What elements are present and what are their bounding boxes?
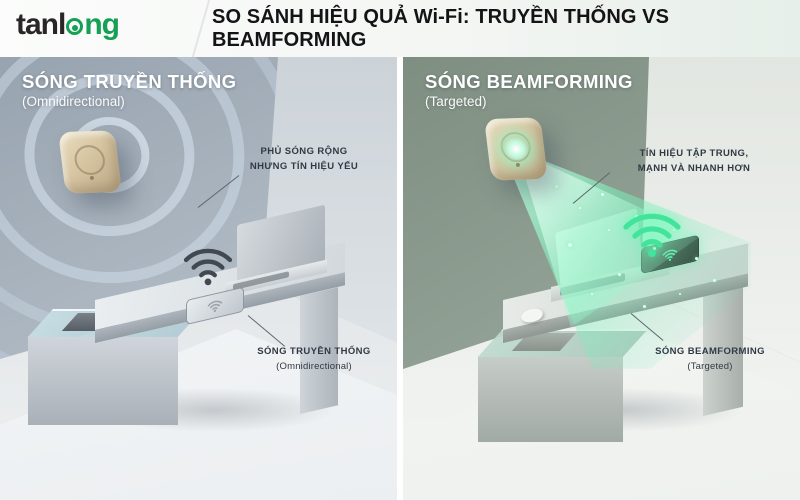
smartphone (186, 286, 244, 325)
right-subheading: (Targeted) (425, 94, 487, 109)
logo-text-green: ng (84, 8, 120, 41)
wifi-icon-strong (623, 213, 681, 257)
left-heading: SÓNG TRUYỀN THỐNG (22, 71, 237, 92)
callout-device-left: SÓNG TRUYỀN THỐNG (Omnidirectional) (230, 345, 397, 374)
logo-o-mark-icon (66, 18, 84, 35)
page-title: SO SÁNH HIỆU QUẢ Wi-Fi: TRUYỀN THỐNG VS … (212, 5, 670, 51)
callout-device-right: SÓNG BEAMFORMING (Targeted) (625, 345, 795, 374)
callout-line: PHỦ SÓNG RỘNG (260, 146, 348, 157)
panel-beamforming: SÓNG BEAMFORMING (Targeted) TÍN HIỆU TẬP… (403, 57, 800, 500)
access-point-traditional (58, 130, 122, 194)
callout-line: (Omnidirectional) (276, 360, 352, 372)
callout-line: (Targeted) (687, 360, 733, 372)
callout-signal-left: PHỦ SÓNG RỘNG NHƯNG TÍN HIỆU YẾU (230, 145, 378, 174)
callout-line: NHƯNG TÍN HIỆU YẾU (249, 160, 359, 172)
side-table-front (478, 357, 623, 442)
side-table-front (28, 337, 178, 425)
callout-line: SÓNG TRUYỀN THỐNG (257, 346, 371, 357)
callout-signal-right: TÍN HIỆU TẬP TRUNG, MẠNH VÀ NHANH HƠN (608, 147, 780, 176)
logo-text-dark: tanl (16, 8, 66, 41)
panel-traditional: SÓNG TRUYỀN THỐNG (Omnidirectional) PHỦ … (0, 57, 397, 500)
right-scene-heading-block: SÓNG BEAMFORMING (Targeted) (425, 71, 633, 109)
callout-line: TÍN HIỆU TẬP TRUNG, (639, 148, 749, 159)
callout-line: MẠNH VÀ NHANH HƠN (637, 162, 751, 174)
right-heading: SÓNG BEAMFORMING (425, 71, 633, 92)
header-diagonal-divider (191, 0, 211, 57)
access-point-glow (501, 135, 531, 163)
left-scene-heading-block: SÓNG TRUYỀN THỐNG (Omnidirectional) (22, 71, 236, 109)
callout-line: SÓNG BEAMFORMING (655, 346, 765, 357)
wifi-icon (207, 300, 223, 313)
access-point-beamforming (484, 117, 548, 181)
wifi-icon-weak (183, 248, 233, 286)
left-subheading: (Omnidirectional) (22, 94, 125, 109)
